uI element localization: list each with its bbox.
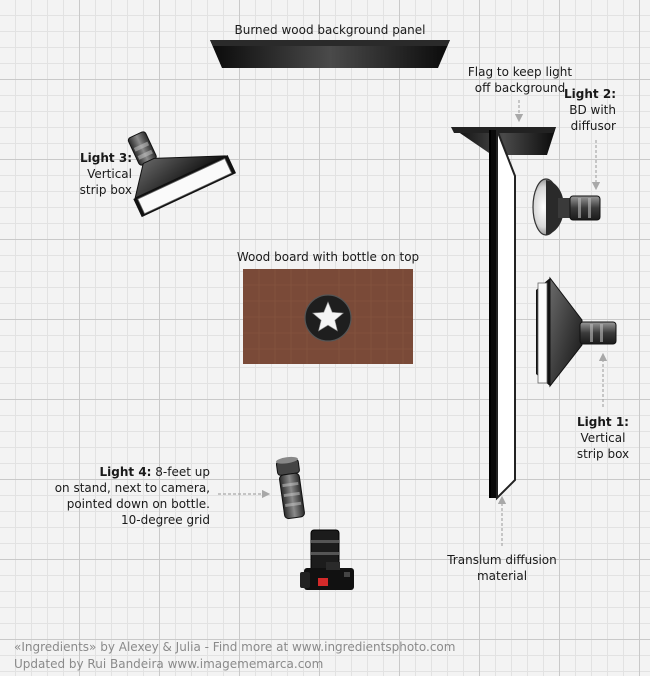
light2-bd-diffusor [532,178,601,236]
diffusion-label: Translum diffusion material [432,552,572,584]
flag-label: Flag to keep light off background [440,64,600,96]
background-panel-label: Burned wood background panel [234,23,426,37]
light4-text1: 8-feet up [151,465,210,479]
light4-label: Light 4: 8-feet up on stand, next to cam… [40,464,210,528]
light3-line2: strip box [79,183,132,197]
light4-line2: on stand, next to camera, [54,481,210,495]
light3-label: Light 3: Vertical strip box [60,150,132,198]
light2-label: Light 2: BD with diffusor [560,86,616,134]
light4-line3: pointed down on bottle. [66,497,210,511]
light2-title: Light 2: [564,87,616,101]
light1-line1: Vertical [580,431,626,445]
light2-line1: BD with [569,103,616,117]
light1-line2: strip box [576,447,630,461]
flag-label-line2: off background [474,81,566,95]
light4-grid-spot [275,456,305,520]
diffusion-line1: Translum diffusion [447,553,557,567]
diffusion-panel [489,129,516,501]
light3-strip-box [127,131,237,218]
flag [451,127,556,155]
light1-title: Light 1: [577,415,629,429]
light1-label: Light 1: Vertical strip box [568,414,638,462]
diffusion-line2: material [476,569,528,583]
wood-board-label: Wood board with bottle on top [236,250,420,264]
credit-line-2: Updated by Rui Bandeira www.imagememarca… [14,657,324,671]
camera-icon [300,529,354,590]
light3-line1: Vertical [87,167,132,181]
light1-strip-box [536,276,617,388]
annotation-arrows [218,100,608,546]
light2-line2: diffusor [570,119,616,133]
flag-label-line1: Flag to keep light [467,65,573,79]
light3-title: Light 3: [80,151,132,165]
credit-line-1: «Ingredients» by Alexey & Julia - Find m… [14,640,456,654]
bottle-star-icon [304,294,352,342]
light4-title: Light 4: [99,465,152,479]
light4-line4: 10-degree grid [121,513,210,527]
background-panel [210,40,450,68]
